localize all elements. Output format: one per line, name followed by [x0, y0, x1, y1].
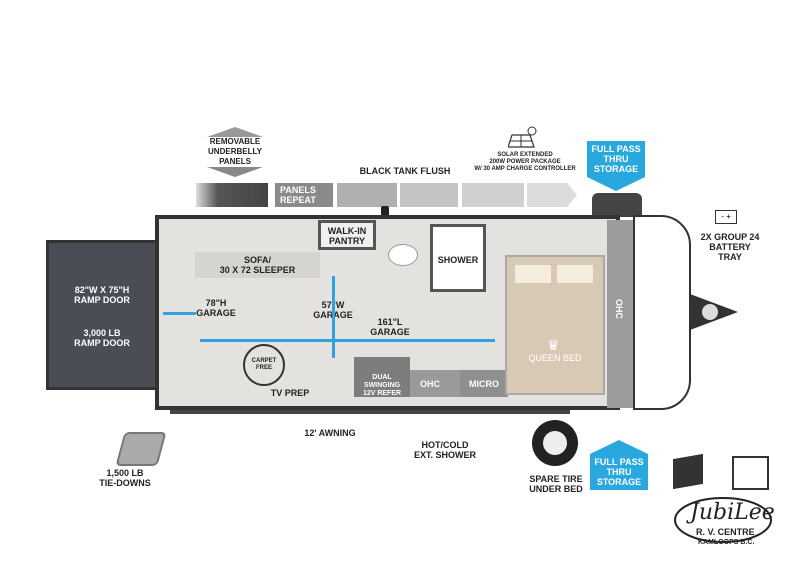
- panels-repeat: PANELS REPEAT: [275, 183, 333, 207]
- queen-bed: ♛ QUEEN BED: [505, 255, 605, 395]
- front-ohc: OHC: [607, 220, 633, 408]
- garage-width-arrow: [332, 276, 335, 358]
- full-pass-storage-bottom: FULL PASS THRU STORAGE: [590, 440, 648, 490]
- spare-tire-icon: [532, 420, 578, 466]
- awning: [170, 410, 570, 414]
- solar-panel-icon: [507, 125, 538, 149]
- tie-down-icon: [115, 432, 167, 466]
- garage-length-label: 161"L GARAGE: [370, 317, 410, 337]
- crown-icon: ♛: [547, 337, 560, 353]
- spare-tire-label: SPARE TIRE UNDER BED: [529, 474, 583, 494]
- tie-downs-label: 1,500 LB TIE-DOWNS: [99, 468, 151, 488]
- garage-height-label: 78"H GARAGE: [196, 298, 236, 318]
- black-tank-flush-fitting-icon: [381, 206, 389, 216]
- shower: SHOWER: [430, 224, 486, 292]
- underbelly-panel: [462, 183, 524, 207]
- pillow: [515, 265, 551, 283]
- pantry: WALK-IN PANTRY: [318, 220, 376, 250]
- garage-length-arrow: [200, 339, 495, 342]
- ext-shower-label: HOT/COLD EXT. SHOWER: [413, 440, 476, 460]
- storage-hatch: [592, 193, 642, 217]
- underbelly-panel: [400, 183, 458, 207]
- refrigerator: DUAL SWINGING 12V REFER: [354, 357, 410, 397]
- battery-icon: - +: [715, 210, 737, 224]
- sofa: SOFA/ 30 X 72 SLEEPER: [195, 252, 320, 278]
- toilet-icon: [388, 244, 418, 266]
- ramp-door: 82"W x 75"H RAMP DOOR 3,000 LB RAMP DOOR: [46, 240, 158, 390]
- underbelly-panel-dark: [196, 183, 268, 207]
- hitch-icon: [690, 290, 740, 334]
- underbelly-panel: [337, 183, 397, 207]
- underbelly-panel-arrow: [527, 183, 577, 207]
- front-cap: [633, 215, 691, 410]
- tv-prep-label: TV PREP: [270, 388, 310, 398]
- underbelly-arrow-icon: [207, 127, 263, 177]
- black-tank-flush-label: BLACK TANK FLUSH: [359, 166, 451, 176]
- full-pass-storage-top: FULL PASS THRU STORAGE: [587, 141, 645, 191]
- awning-label: 12' AWNING: [304, 428, 356, 438]
- battery-tray-label: 2X GROUP 24 BATTERY TRAY: [700, 232, 760, 262]
- microwave: MICRO: [460, 370, 508, 397]
- garage-height-arrow: [163, 312, 196, 315]
- pillow: [557, 265, 593, 283]
- carpet-free-badge: CARPET FREE: [243, 344, 285, 386]
- dealer-logo: JubiLee R. V. CENTRE KAMLOOPS B.C.: [668, 445, 778, 550]
- underbelly-label: REMOVABLE UNDERBELLY PANELS: [208, 137, 262, 166]
- solar-label: SOLAR EXTENDED 200W POWER PACKAGE W/ 30 …: [474, 152, 576, 172]
- kitchen-ohc: OHC: [410, 370, 460, 397]
